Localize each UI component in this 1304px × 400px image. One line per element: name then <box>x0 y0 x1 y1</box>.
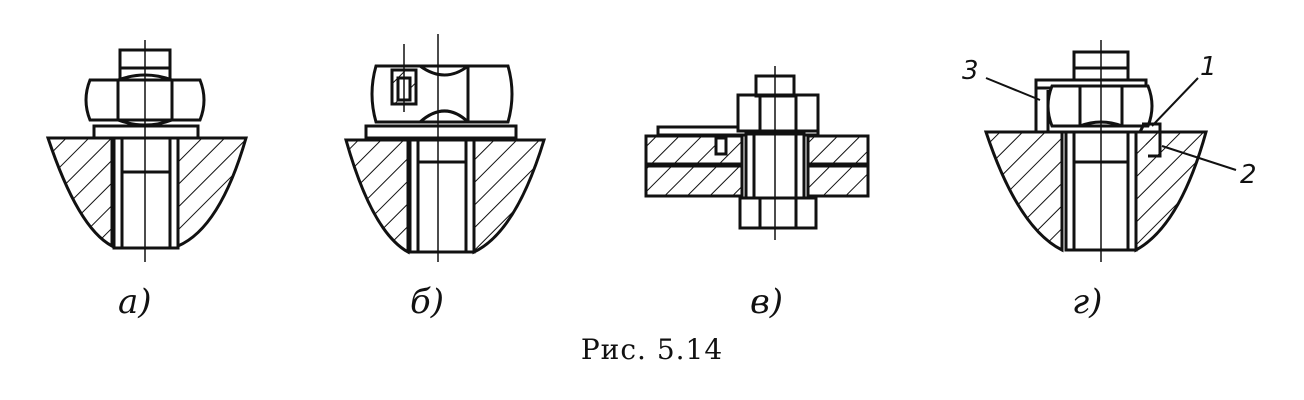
callout-1-leader <box>1151 77 1199 127</box>
panel-v-drawing <box>644 66 870 240</box>
panel-b-nut <box>370 64 514 124</box>
panel-a-drawing <box>45 40 248 262</box>
panel-v-plate-top <box>644 134 744 166</box>
callout-2-leader <box>1161 145 1237 171</box>
panel-g-nut <box>1046 84 1154 128</box>
callout-number-1: 1 <box>1200 52 1217 82</box>
panel-b-bolt-shank <box>408 138 476 254</box>
panel-g-key <box>1142 122 1162 158</box>
figure-caption: Рис. 5.14 <box>580 333 724 366</box>
panel-label-b: б) <box>410 282 445 322</box>
panel-label-g: г) <box>1072 282 1103 322</box>
panel-a-bolt-shank <box>112 136 180 250</box>
panel-b-drawing <box>344 34 547 262</box>
panel-g-cup-washer <box>1034 86 1050 134</box>
panel-g-base-right <box>1134 130 1208 253</box>
panel-v-plate-bottom <box>644 164 744 198</box>
panel-label-a: а) <box>118 282 152 322</box>
panel-a-base-left <box>45 136 114 249</box>
panel-g-base-left <box>983 130 1064 253</box>
panel-label-v: в) <box>750 282 784 322</box>
panel-b-washer <box>364 124 518 140</box>
callout-3-leader <box>985 77 1041 101</box>
callout-number-3: 3 <box>962 56 979 86</box>
panel-v-top-nut <box>736 93 820 133</box>
panel-v-bottom-nut <box>738 196 818 230</box>
panel-b-base-left <box>344 138 410 255</box>
panel-a-nut <box>84 78 206 122</box>
panel-a-washer <box>92 124 200 140</box>
callout-number-2: 2 <box>1240 160 1257 190</box>
panel-b-base-right <box>472 138 547 255</box>
panel-a-base-right <box>176 136 248 249</box>
panel-g-drawing <box>983 40 1237 262</box>
